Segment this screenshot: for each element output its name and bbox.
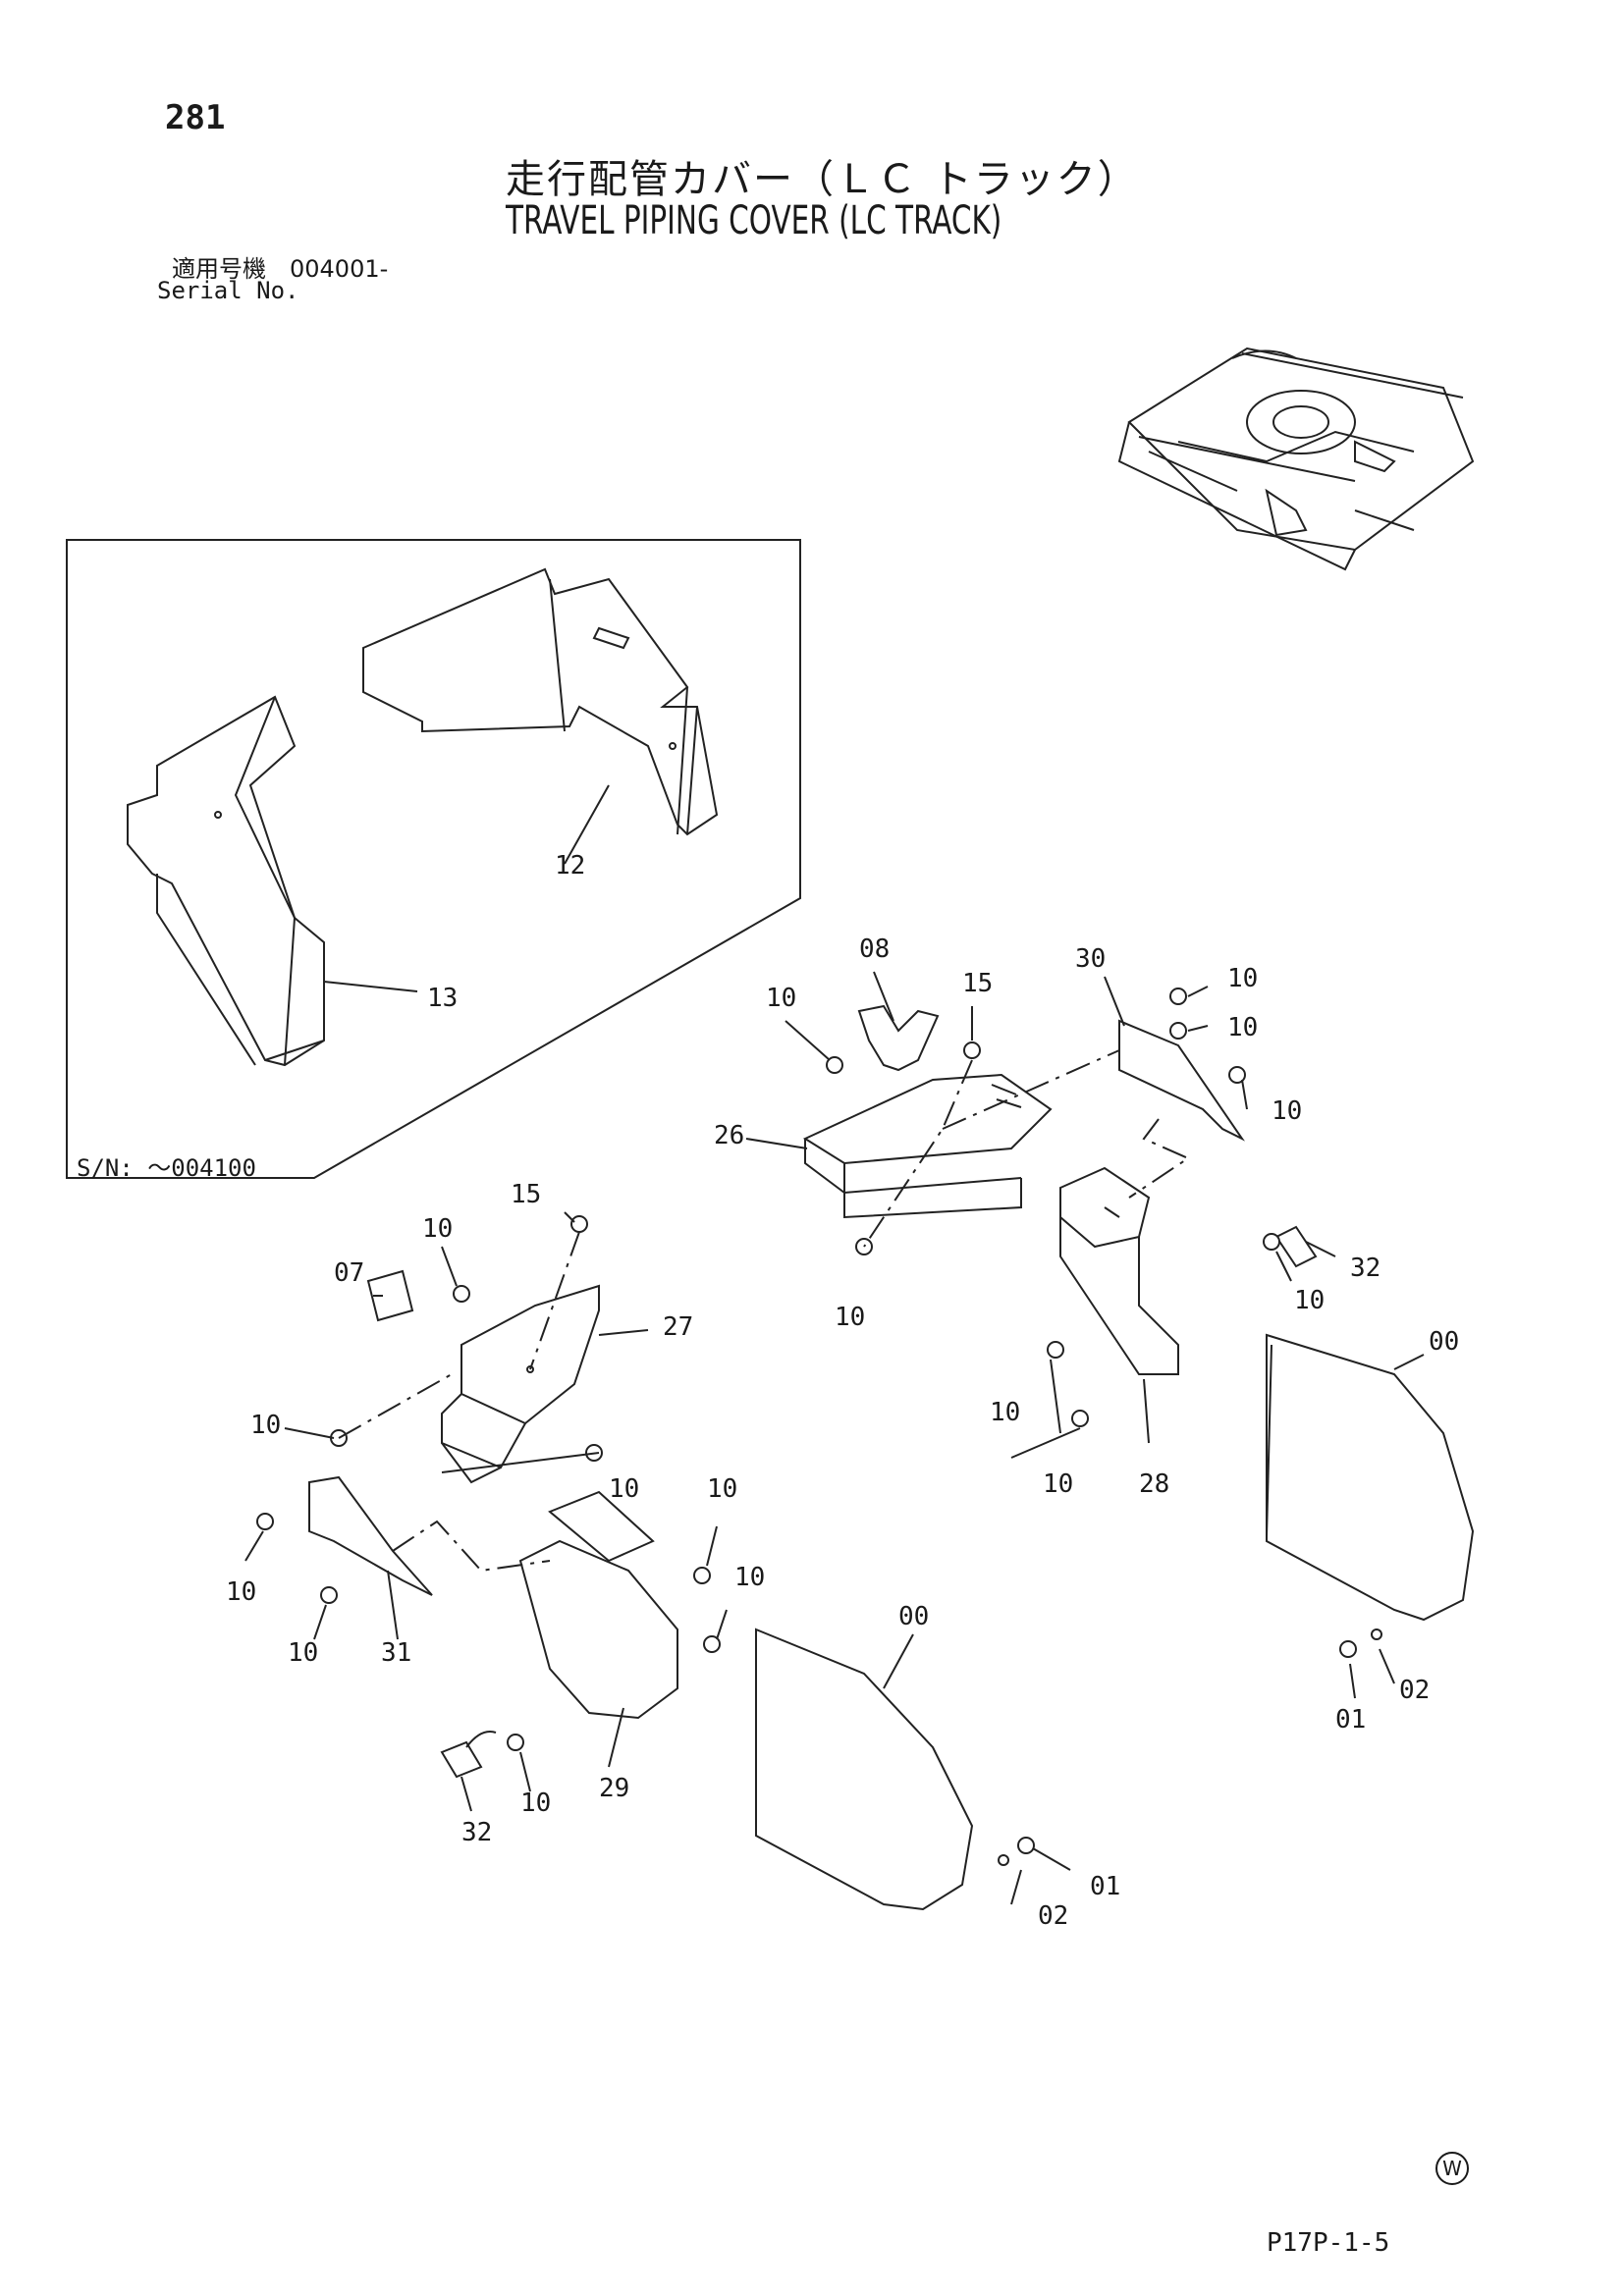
callout-02: 02 (1038, 1901, 1068, 1931)
page-number: 281 (165, 98, 226, 137)
callout-15: 15 (511, 1180, 541, 1209)
part-32-clip-lower (440, 1731, 497, 1779)
callout-10: 10 (835, 1303, 865, 1332)
callout-31: 31 (381, 1638, 411, 1668)
callout-10: 10 (1043, 1469, 1073, 1499)
part-30-bracket (1118, 1019, 1246, 1142)
callout-12: 12 (555, 851, 585, 881)
inset-serial-range: S/N: ～004100 (77, 1154, 256, 1182)
callout-00: 00 (898, 1602, 929, 1631)
page-title-english: TRAVEL PIPING COVER (LC TRACK) (506, 198, 1002, 243)
part-27-cover (441, 1284, 600, 1484)
undercarriage-locator-icon (1117, 347, 1475, 571)
assembly-lines (338, 1049, 1191, 1573)
callout-10: 10 (734, 1563, 765, 1592)
part-08-plate (857, 1004, 940, 1072)
callout-30: 30 (1075, 944, 1106, 974)
part-00-side-cover-lower (755, 1628, 974, 1911)
callout-10: 10 (1227, 1013, 1258, 1042)
callout-10: 10 (1272, 1096, 1302, 1126)
callout-13: 13 (427, 984, 458, 1013)
callout-32: 32 (461, 1818, 492, 1847)
part-28-cover (1059, 1166, 1179, 1375)
callout-01: 01 (1090, 1872, 1120, 1901)
serial-applicability-english: Serial No. (157, 277, 299, 304)
callout-10: 10 (422, 1214, 453, 1244)
callout-10: 10 (766, 984, 796, 1013)
part-00-side-cover-upper (1266, 1333, 1475, 1622)
callout-08: 08 (859, 934, 890, 964)
callout-10: 10 (250, 1411, 281, 1440)
callout-02: 02 (1399, 1676, 1430, 1705)
callout-10: 10 (707, 1474, 737, 1504)
part-31-bracket (308, 1475, 433, 1596)
inset-frame (66, 539, 801, 1179)
callout-10: 10 (1227, 964, 1258, 993)
callout-10: 10 (609, 1474, 639, 1504)
callout-15: 15 (962, 969, 993, 998)
callout-29: 29 (599, 1774, 629, 1803)
part-32-clip-upper (1274, 1225, 1318, 1268)
part-07-plate (366, 1269, 414, 1322)
callout-00: 00 (1429, 1327, 1459, 1357)
callout-28: 28 (1139, 1469, 1169, 1499)
callout-27: 27 (663, 1312, 693, 1342)
part-29-cover (518, 1490, 678, 1720)
serial-applicability-japanese: 適用号機 004001- (172, 255, 389, 283)
leader-lines (244, 784, 1425, 1905)
callout-10: 10 (990, 1398, 1020, 1427)
page-code: P17P-1-5 (1267, 2228, 1390, 2258)
page-title-japanese: 走行配管カバー（ＬＣ トラック） (506, 157, 1139, 202)
part-13-cover (127, 695, 325, 1067)
callout-10: 10 (520, 1789, 551, 1818)
callout-01: 01 (1335, 1705, 1366, 1735)
callout-10: 10 (288, 1638, 318, 1668)
part-26-cover (802, 1073, 1053, 1219)
callout-32: 32 (1350, 1254, 1380, 1283)
callout-26: 26 (714, 1121, 744, 1150)
callout-07: 07 (334, 1258, 364, 1288)
callout-10: 10 (1294, 1286, 1325, 1315)
bolts (256, 988, 1382, 1866)
callout-labels: 12 13 08 15 30 10 10 10 10 26 10 32 10 0… (226, 851, 1459, 1931)
w-mark-icon: W (1435, 2152, 1469, 2185)
part-12-cover (362, 567, 719, 836)
callout-10: 10 (226, 1577, 256, 1607)
